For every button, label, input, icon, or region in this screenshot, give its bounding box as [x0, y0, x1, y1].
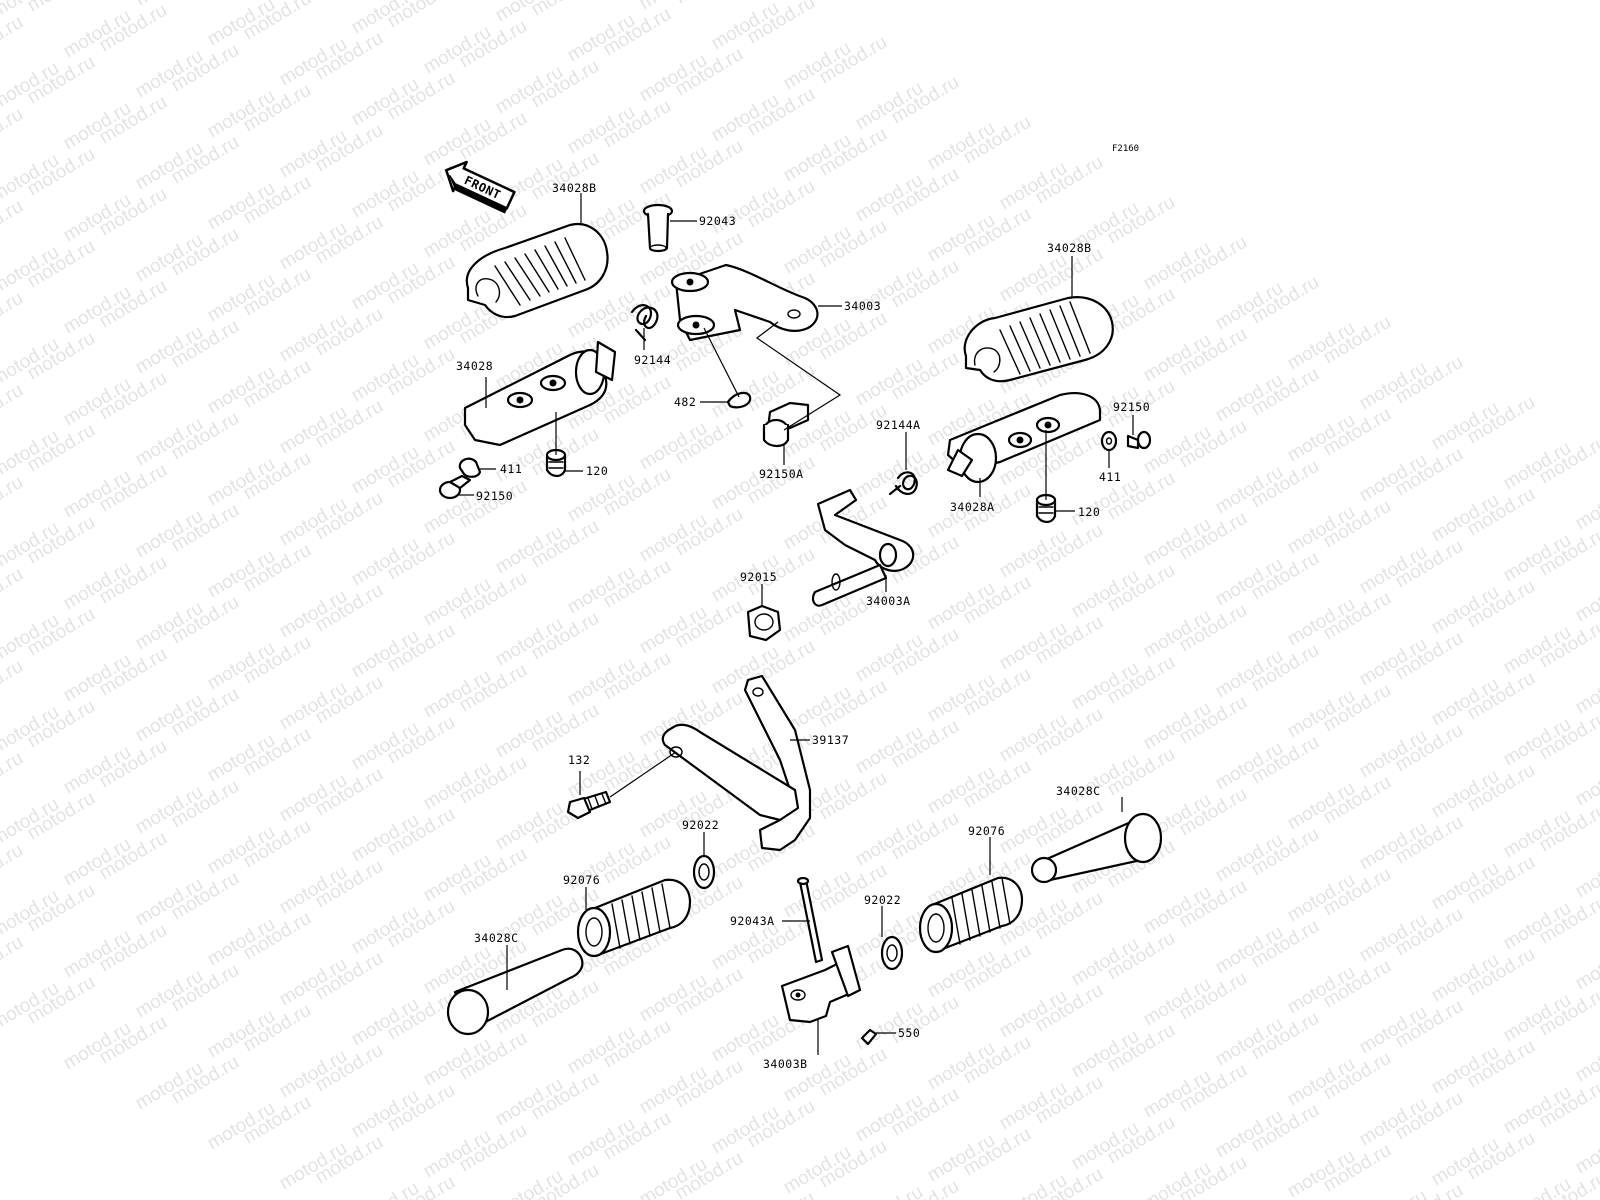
- spring-92144A: [888, 471, 918, 496]
- part-label: 550: [898, 1026, 920, 1040]
- watermark-text: motod.ru: [0, 380, 27, 437]
- part-label: 92043A: [730, 914, 775, 928]
- part-label: 92076: [968, 824, 1005, 838]
- part-label: 34003B: [763, 1057, 808, 1071]
- watermark-text: motod.ru: [1500, 1174, 1575, 1200]
- footpeg-holder-34003B: [780, 944, 862, 1024]
- brake-pedal-39137: [661, 674, 812, 852]
- bolt-132: [566, 790, 612, 820]
- cotter-pin-550: [860, 1028, 878, 1046]
- pin-92043A: [796, 876, 824, 964]
- part-label: 411: [1099, 470, 1121, 484]
- footpeg-pin-34028C-left: [446, 947, 584, 1036]
- watermark-text: motod.ru: [636, 0, 711, 14]
- washer-92022-lower: [880, 935, 904, 971]
- part-label: 120: [586, 464, 608, 478]
- part-label: 92144A: [876, 418, 921, 432]
- part-label: 92043: [699, 214, 736, 228]
- bolt-92150A: [762, 401, 810, 448]
- part-label: 92022: [682, 818, 719, 832]
- watermark-text: motod.ru: [348, 1178, 423, 1200]
- cotter-pin-482: [726, 391, 752, 409]
- part-label: 482: [674, 395, 696, 409]
- part-label: 92015: [740, 570, 777, 584]
- bolt-92150-left: [438, 474, 472, 500]
- part-label: 34028C: [474, 931, 519, 945]
- watermark-text: motod.ru: [0, 932, 27, 989]
- part-label: 411: [500, 462, 522, 476]
- part-label: 34003: [844, 299, 881, 313]
- footpeg-bracket-34028A: [946, 392, 1102, 484]
- part-label: 92150: [476, 489, 513, 503]
- watermark-text: motod.ru: [0, 748, 27, 805]
- rubber-footpeg-34028B-left: [465, 222, 609, 319]
- part-label: 92022: [864, 893, 901, 907]
- part-label: 132: [568, 753, 590, 767]
- part-label: 34028B: [552, 181, 597, 195]
- watermark-text: motod.ru: [0, 104, 27, 161]
- leader-lines: [458, 193, 1134, 1055]
- part-label: 34028C: [1056, 784, 1101, 798]
- rubber-92076-right: [918, 876, 1024, 954]
- watermark-text: motod.ru: [0, 840, 27, 897]
- washer-92022-upper: [692, 854, 716, 890]
- part-label: 34003A: [866, 594, 911, 608]
- part-label: 92150: [1113, 400, 1150, 414]
- washer-411-left: [458, 457, 482, 478]
- part-label: 34028: [456, 359, 493, 373]
- rubber-92076-left: [576, 878, 692, 958]
- footpeg-pin-34028C-right: [1030, 812, 1163, 884]
- watermark-text: motod.ru: [0, 472, 27, 529]
- part-label: 34028B: [1047, 241, 1092, 255]
- watermark-text: motod.ru: [24, 0, 99, 16]
- watermark-text: motod.ru: [0, 12, 27, 69]
- watermark-text: motod.ru: [744, 1188, 819, 1200]
- footpeg-holder-34003A: [811, 488, 915, 607]
- rubber-footpeg-34028B-right: [963, 296, 1114, 383]
- part-label: 120: [1078, 505, 1100, 519]
- bolt-92150-right: [1126, 430, 1152, 450]
- part-label: 92144: [634, 353, 671, 367]
- watermark-text: motod.ru: [672, 0, 747, 8]
- footpeg-bracket-34028: [463, 340, 617, 447]
- watermark-text: motod.ru: [0, 288, 27, 345]
- diagram-code: F2160: [1112, 144, 1139, 154]
- watermark-text: motod.ru: [0, 564, 27, 621]
- pin-92043: [642, 203, 674, 253]
- watermark-text: motod.ru: [1356, 1186, 1431, 1200]
- watermark-text: motod.ru: [852, 1182, 927, 1200]
- part-label: 92150A: [759, 467, 804, 481]
- part-label: 34028A: [950, 500, 995, 514]
- part-labels: 34028B 92043 34003 92144 34028 482 92150…: [456, 181, 1150, 1071]
- watermark-text: motod.ru: [168, 0, 243, 4]
- part-label: 39137: [812, 733, 849, 747]
- watermark-text: motod.ru: [0, 196, 27, 253]
- bolt-120-right: [1035, 493, 1057, 524]
- watermark-text: motod.ru: [0, 656, 27, 713]
- washer-411-right: [1100, 430, 1118, 452]
- part-label: 92076: [563, 873, 600, 887]
- nut-92015: [746, 604, 782, 642]
